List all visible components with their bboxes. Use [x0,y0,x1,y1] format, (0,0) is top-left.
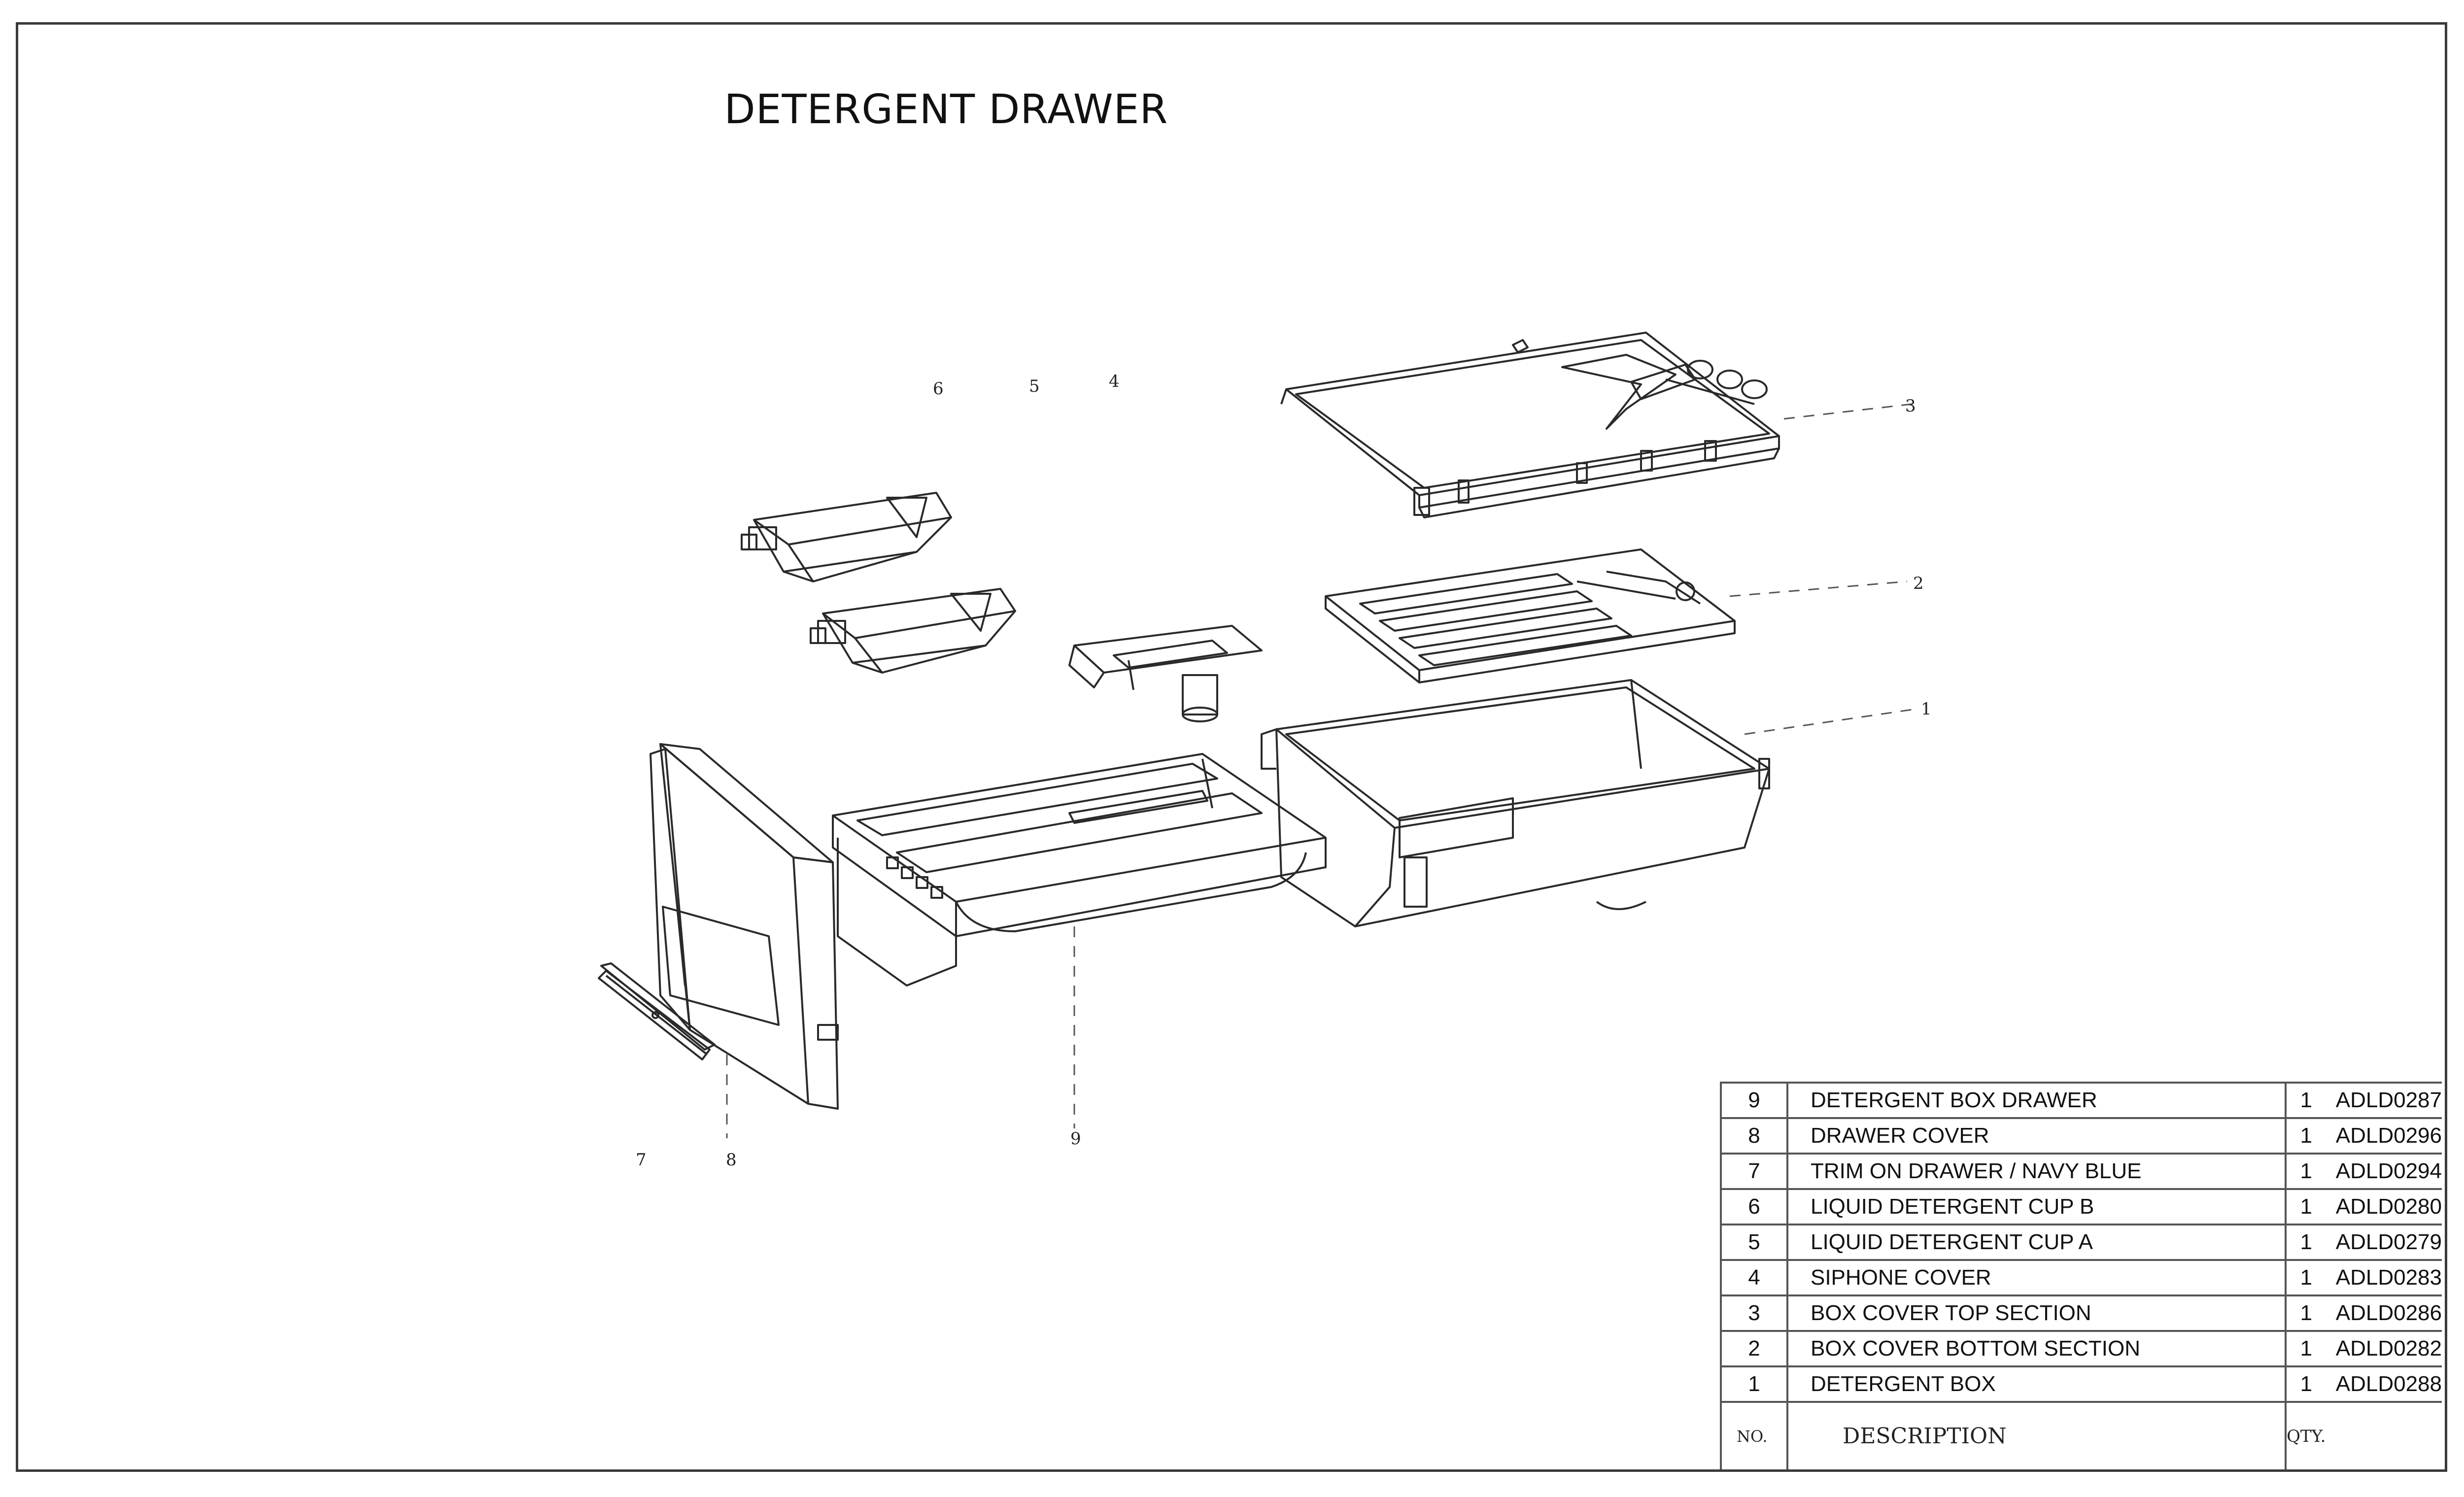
part-number-cell: 7 [1721,1154,1788,1190]
part-description-cell: DETERGENT BOX [1787,1366,2287,1403]
part-quantity-cell: 1 [2285,1331,2326,1367]
part-quantity-cell: 1 [2285,1083,2326,1119]
liquid-detergent-cup-a [741,492,952,582]
part-number-cell: 1 [1721,1366,1788,1403]
part-code-cell: ADLD0286 [2326,1295,2442,1332]
callout-7: 7 [636,1150,647,1170]
part-description-cell: LIQUID DETERGENT CUP A [1787,1225,2287,1261]
part-code-cell: ADLD0282 [2326,1331,2442,1367]
callout-1: 1 [1921,699,1932,719]
part-description-cell: BOX COVER TOP SECTION [1787,1295,2287,1332]
callout-3: 3 [1905,396,1916,416]
part-code-cell: ADLD0294 [2326,1154,2442,1190]
part-description-cell: TRIM ON DRAWER / NAVY BLUE [1787,1154,2287,1190]
part-code-cell: ADLD0279 [2326,1225,2442,1261]
callout-2: 2 [1913,574,1924,593]
callout-4: 4 [1109,372,1120,391]
part-number-cell: 5 [1721,1225,1788,1261]
callout-5: 5 [1029,376,1040,396]
part-code-cell: ADLD0296 [2326,1118,2442,1155]
callout-8: 8 [726,1150,737,1170]
detergent-box-drawer [832,753,1327,987]
part-number-cell: 6 [1721,1189,1788,1225]
siphone-cover [1068,625,1263,722]
part-quantity-cell: 1 [2285,1366,2326,1403]
part-quantity-cell: 1 [2285,1260,2326,1296]
drawing-frame [16,22,2447,1472]
part-description-cell: LIQUID DETERGENT CUP B [1787,1189,2287,1225]
callouts: 1 2 3 4 5 6 7 8 9 [636,372,1932,1170]
part-description-cell: DETERGENT BOX DRAWER [1787,1083,2287,1119]
part-description-cell: SIPHONE COVER [1787,1260,2287,1296]
callout-6: 6 [933,379,944,399]
header-code-cell [2326,1402,2442,1469]
part-description-cell: DRAWER COVER [1787,1118,2287,1155]
part-quantity-cell: 1 [2285,1154,2326,1190]
part-code-cell: ADLD0288 [2326,1366,2442,1403]
part-number-cell: 8 [1721,1118,1788,1155]
part-code-cell: ADLD0287 [2326,1083,2442,1119]
part-quantity-cell: 1 [2285,1118,2326,1155]
drawing-title: DETERGENT DRAWER [724,86,1168,133]
part-code-cell: ADLD0283 [2326,1260,2442,1296]
part-number-cell: 3 [1721,1295,1788,1332]
part-quantity-cell: 1 [2285,1225,2326,1261]
box-cover-top-section [1280,332,1780,518]
header-description: DESCRIPTION [1787,1402,2287,1469]
header-no: NO. [1721,1402,1788,1469]
callout-9: 9 [1070,1129,1081,1149]
box-cover-bottom-section [1325,548,1736,683]
part-code-cell: ADLD0280 [2326,1189,2442,1225]
drawer-cover [650,743,839,1110]
part-number-cell: 9 [1721,1083,1788,1119]
header-qty: QTY. [2287,1426,2326,1446]
part-number-cell: 2 [1721,1331,1788,1367]
trim-on-drawer [598,962,716,1060]
part-quantity-cell: 1 [2285,1295,2326,1332]
part-description-cell: BOX COVER BOTTOM SECTION [1787,1331,2287,1367]
part-number-cell: 4 [1721,1260,1788,1296]
detergent-box [1261,679,1770,927]
liquid-detergent-cup-b [810,588,1016,674]
part-quantity-cell: 1 [2285,1189,2326,1225]
